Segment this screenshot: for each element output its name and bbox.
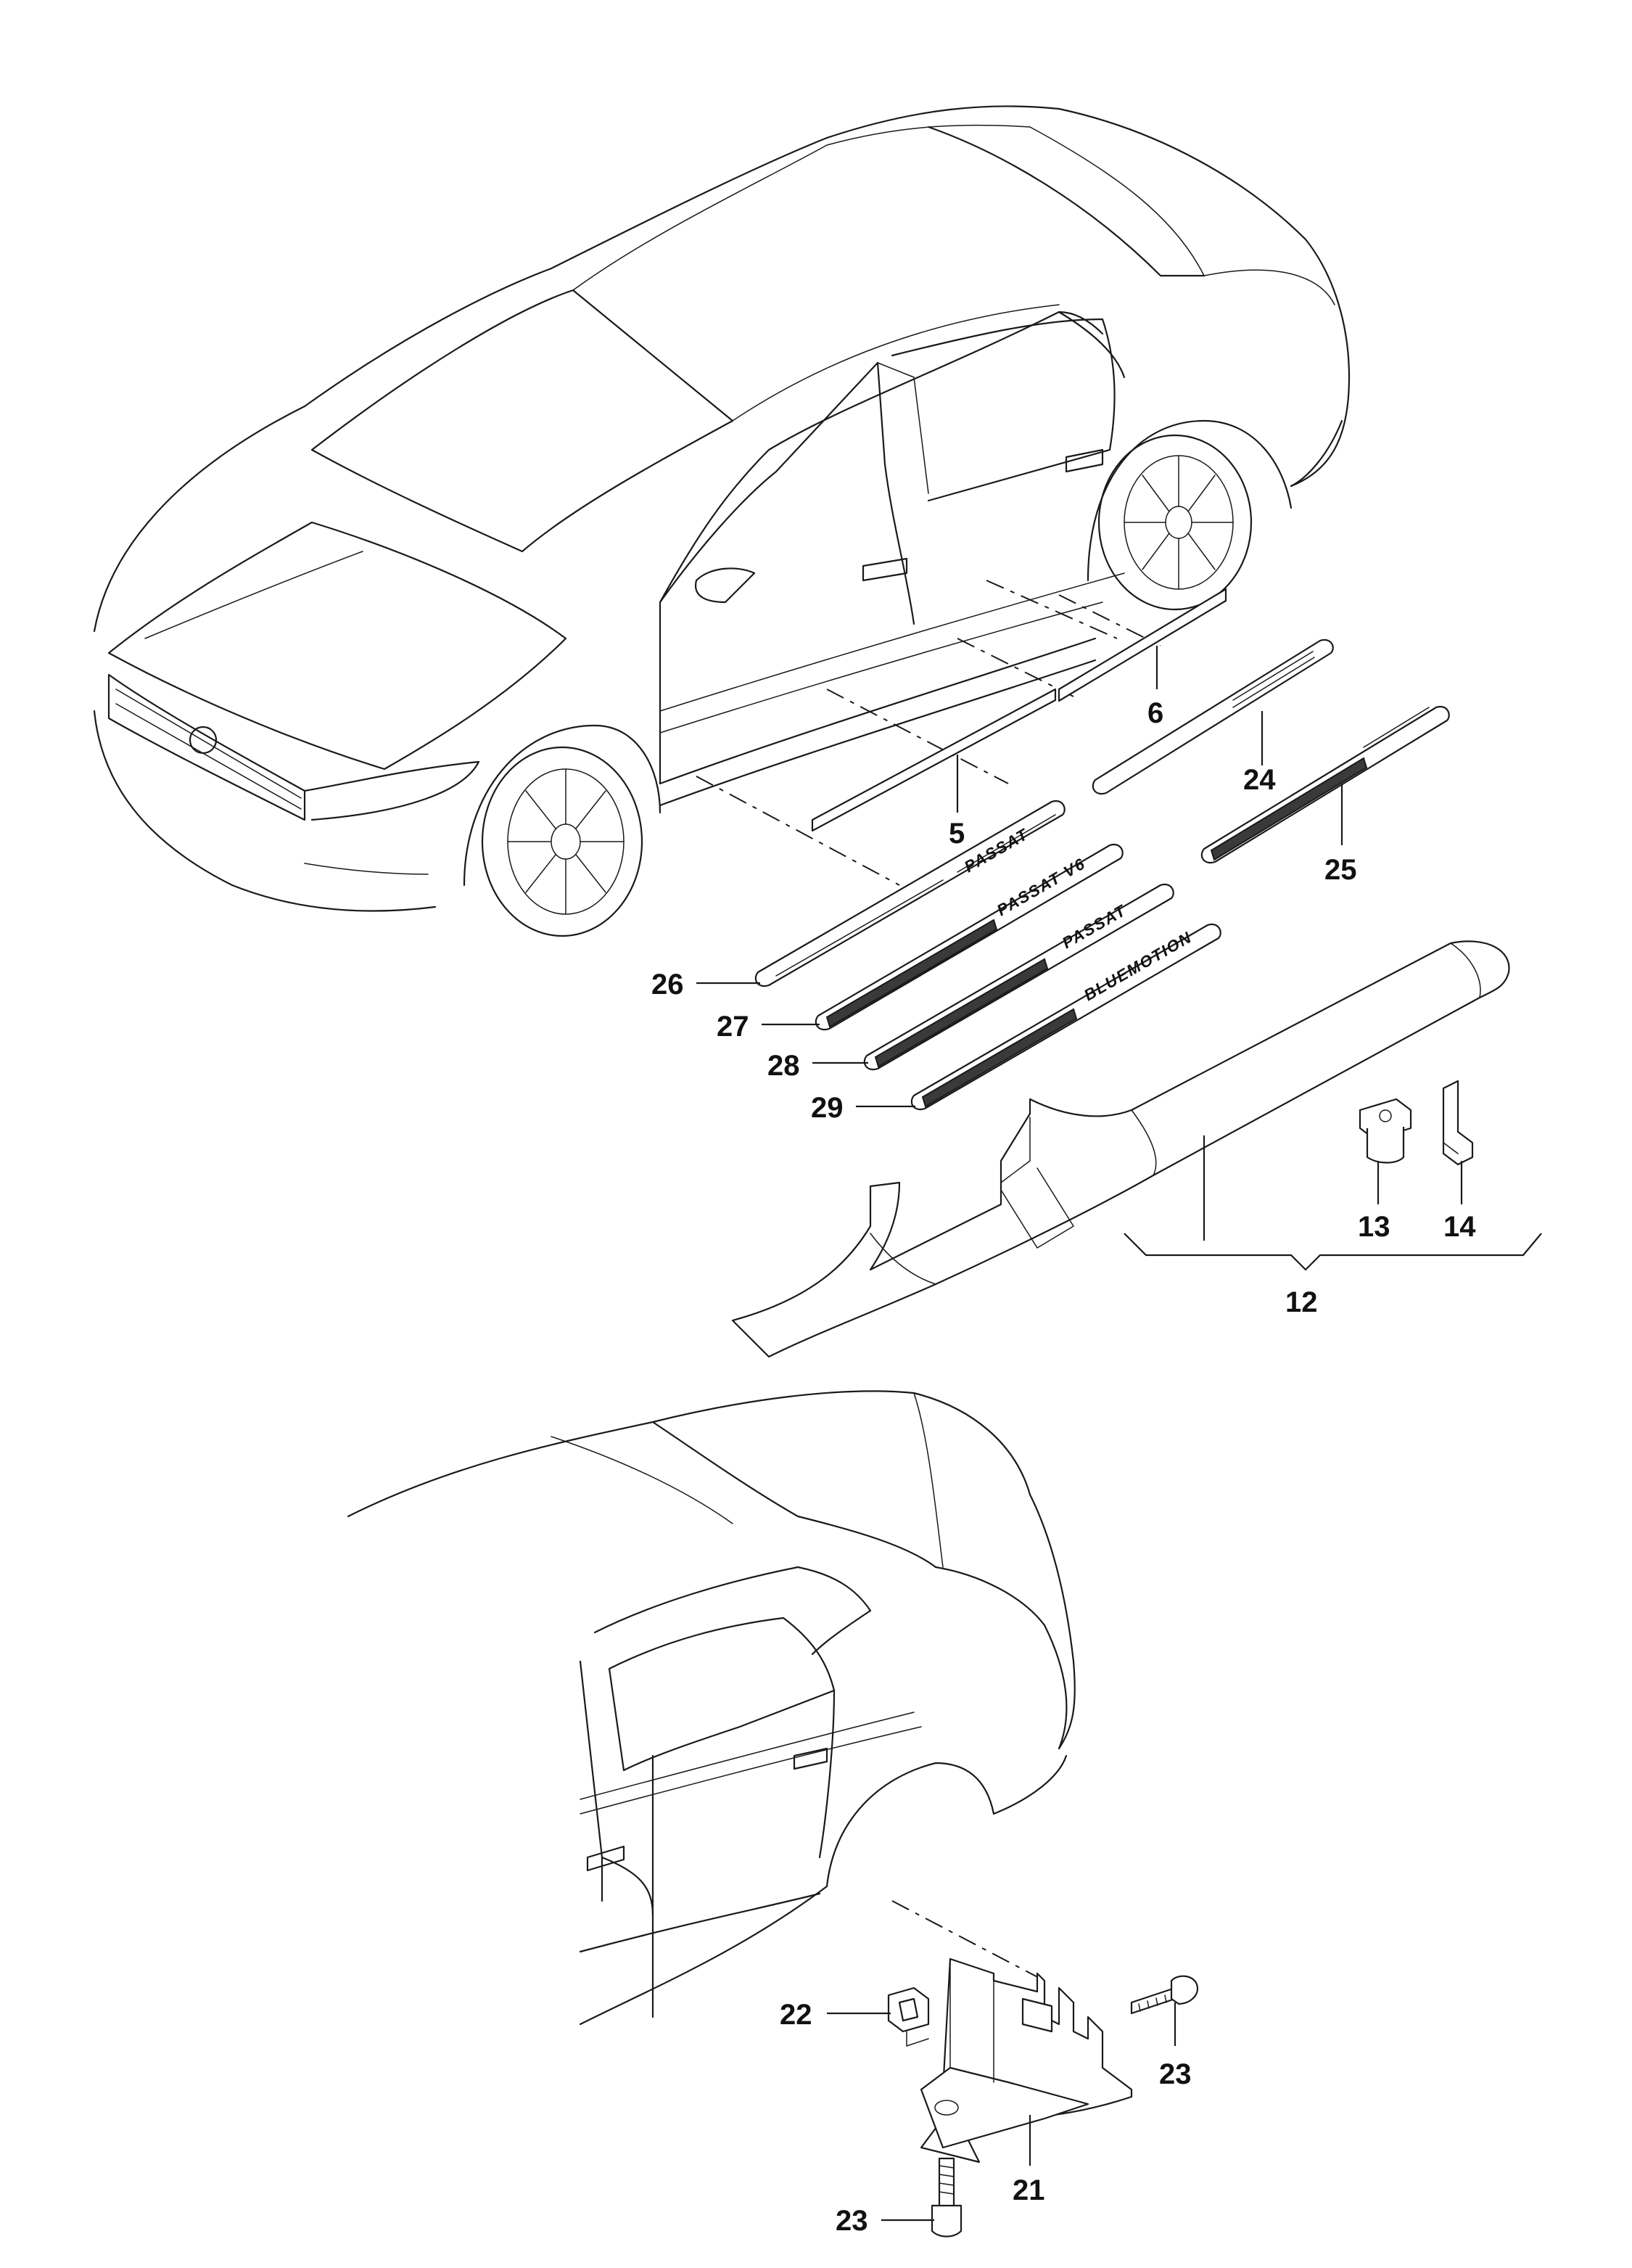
callout-25: 25 (1324, 854, 1357, 886)
leader-lines (696, 646, 1542, 2222)
alignment-lines-top (696, 580, 1161, 886)
part-12-sill-trim (731, 940, 1510, 1358)
callout-23-right: 23 (1159, 2058, 1192, 2090)
car-front-view (93, 105, 1351, 937)
callout-26: 26 (651, 969, 684, 1001)
callout-5: 5 (949, 818, 965, 850)
part-25-rear-sill-plate (1200, 705, 1450, 864)
part-21-bracket (920, 1957, 1133, 2164)
callout-28: 28 (767, 1050, 800, 1082)
part-24-rear-sill-plate (1092, 638, 1334, 795)
callout-24: 24 (1243, 764, 1276, 796)
part-13-clip (1359, 1098, 1412, 1164)
callout-6: 6 (1147, 697, 1163, 729)
part-23-bolt-bottom (931, 2157, 963, 2238)
callout-21: 21 (1013, 2174, 1045, 2206)
callout-13: 13 (1358, 1211, 1390, 1243)
part-22-clip (887, 1986, 930, 2047)
callout-labels: 5 6 24 25 26 27 28 29 13 14 12 22 23 21 … (651, 697, 1476, 2237)
callout-12: 12 (1285, 1286, 1318, 1318)
part-14-clip (1442, 1080, 1474, 1166)
car-rear-view (347, 1390, 1076, 2026)
part-23-bolt-right (1130, 1975, 1199, 2015)
callout-22: 22 (780, 1999, 812, 2031)
part-6-sill-film (1058, 588, 1227, 702)
callout-27: 27 (717, 1011, 749, 1043)
emblem-27: PASSAT V6 (994, 854, 1089, 919)
callout-14: 14 (1443, 1211, 1476, 1243)
callout-29: 29 (811, 1092, 844, 1124)
part-5-sill-film (811, 688, 1057, 832)
callout-23-bottom: 23 (836, 2205, 868, 2237)
